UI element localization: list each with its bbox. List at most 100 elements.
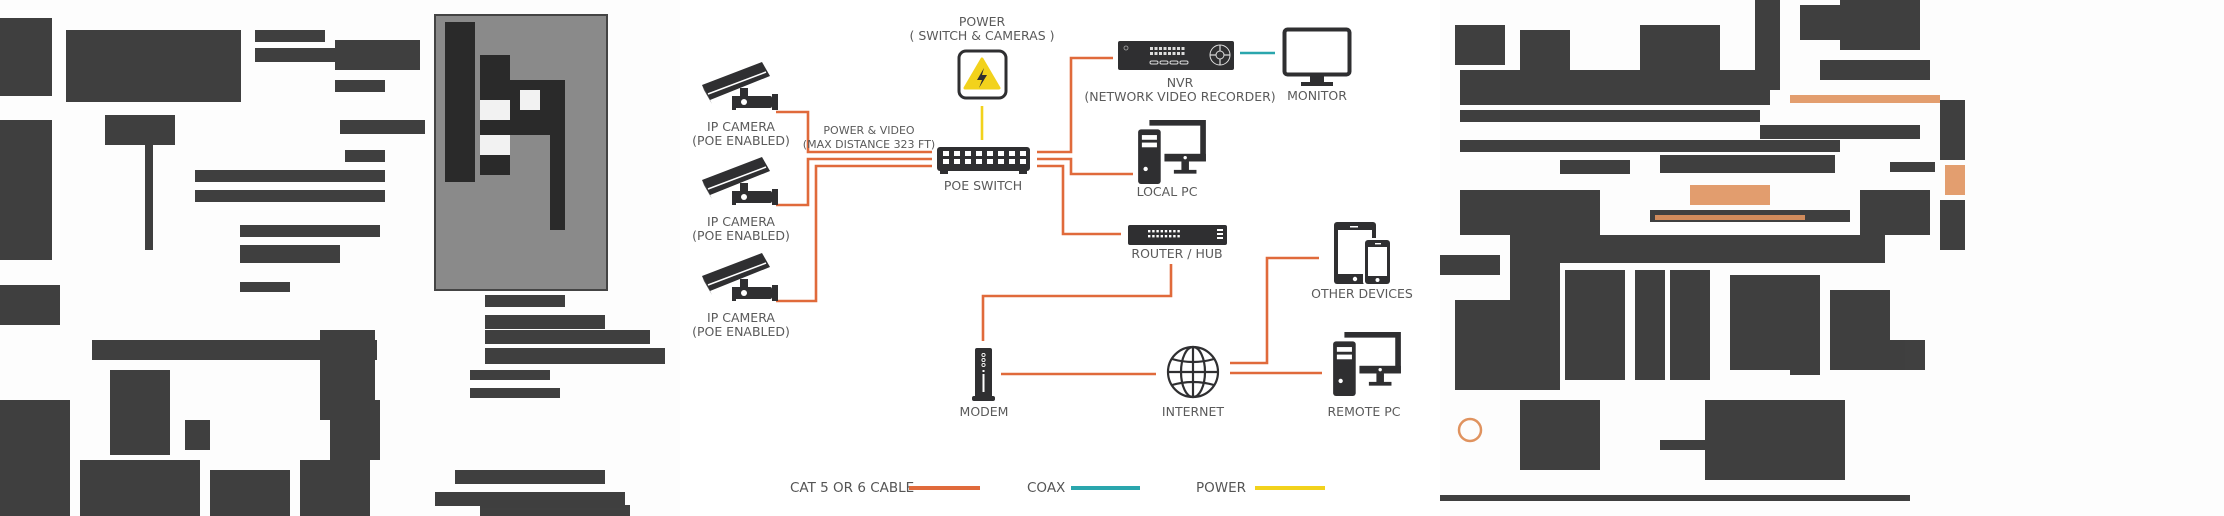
switch-port [998,151,1004,156]
ip-camera-icon [701,156,779,206]
left-texture-panel [0,0,680,516]
camera-3-sublabel: (POE ENABLED) [692,324,790,339]
legend-label: CAT 5 OR 6 CABLE [790,480,914,496]
nvr-button [1159,47,1162,50]
router-port [1177,230,1180,233]
router-icon [1128,225,1227,245]
switch-port [965,151,971,156]
switch-port [943,159,949,164]
right-texture [1440,0,1965,501]
local-pc-label: LOCAL PC [1137,184,1198,199]
legend-item-coax: COAX [1027,480,1140,496]
nvr-button [1154,52,1158,55]
network-switch-icon [937,147,1030,174]
legend-item-cat-cable: CAT 5 OR 6 CABLE [790,480,980,496]
legend-item-power: POWER [1196,480,1325,496]
switch-port [1020,159,1026,164]
switch-port [954,151,960,156]
camera-2-sublabel: (POE ENABLED) [692,228,790,243]
camera-3-label: IP CAMERA [707,310,775,325]
remote-pc-node: REMOTE PC [1328,332,1401,419]
cable-camera3-switch [776,164,932,303]
local-pc-node: LOCAL PC [1137,120,1206,199]
router-node: ROUTER / HUB [1128,225,1227,261]
nvr-button [1172,52,1176,55]
router-port [1164,235,1168,238]
power-warning-icon [957,49,1008,100]
poe-switch-label: POE SWITCH [944,178,1022,193]
monitor-node: MONITOR [1282,27,1352,103]
router-port [1169,230,1172,233]
router-port [1160,235,1163,238]
switch-port [987,151,993,156]
distance-annotation: POWER & VIDEO (MAX DISTANCE 323 FT) [803,124,935,151]
poe-switch-node: POE SWITCH [937,147,1030,193]
switch-port [1009,159,1015,164]
router-port [1173,235,1176,238]
other-devices-label: OTHER DEVICES [1311,286,1413,301]
power-node: POWER ( SWITCH & CAMERAS ) [909,14,1055,100]
cable-switch-nvr [1037,56,1113,154]
nvr-button [1154,47,1158,50]
nvr-recorder-icon [1118,41,1234,70]
nvr-button [1163,47,1167,50]
monitor-label: MONITOR [1287,88,1347,103]
router-port [1148,235,1151,238]
cable-internet-otherdevices [1230,256,1319,365]
tablet-phone-icon [1334,222,1391,285]
nvr-button [1159,52,1162,55]
remote-pc-label: REMOTE PC [1328,404,1401,419]
router-port [1156,235,1159,238]
nvr-button [1150,52,1153,55]
desktop-pc-icon [1333,332,1401,396]
camera-1-label: IP CAMERA [707,119,775,134]
switch-port [954,159,960,164]
globe-icon [1166,345,1220,399]
nvr-button [1181,52,1185,55]
router-port [1177,235,1180,238]
nvr-button [1172,47,1176,50]
router-port [1156,230,1159,233]
router-port [1152,230,1155,233]
nvr-button [1150,47,1153,50]
nvr-button [1181,47,1185,50]
left-texture [0,14,665,516]
cable-camera2-switch [776,157,932,207]
router-port [1164,230,1168,233]
nvr-button [1168,52,1171,55]
camera-1-sublabel: (POE ENABLED) [692,133,790,148]
annotation-line-2: (MAX DISTANCE 323 FT) [803,138,935,151]
modem-label: MODEM [960,404,1009,419]
desktop-pc-icon [1138,120,1206,184]
network-diagram-panel: POWER ( SWITCH & CAMERAS ) [680,0,1440,516]
camera-1-node: IP CAMERA (POE ENABLED) [692,61,790,148]
right-texture-panel [1440,0,2224,516]
other-devices-node: OTHER DEVICES [1311,222,1413,301]
ip-camera-icon [701,61,779,111]
switch-port [943,151,949,156]
ip-camera-icon [701,252,779,302]
nvr-node: NVR (NETWORK VIDEO RECORDER) [1084,41,1276,104]
switch-port [998,159,1004,164]
router-port [1169,235,1172,238]
modem-node: MODEM [960,348,1009,419]
cable-router-modem [981,264,1173,341]
internet-node: INTERNET [1162,345,1224,419]
camera-3-node: IP CAMERA (POE ENABLED) [692,252,790,339]
legend-label: POWER [1196,480,1246,496]
nvr-button [1168,47,1171,50]
nvr-label: NVR [1167,75,1194,90]
switch-port [1020,151,1026,156]
nvr-sublabel: (NETWORK VIDEO RECORDER) [1084,89,1275,104]
camera-2-node: IP CAMERA (POE ENABLED) [692,156,790,243]
monitor-icon [1282,27,1352,86]
router-label: ROUTER / HUB [1131,246,1222,261]
cable-switch-router [1037,164,1121,236]
network-diagram: POWER ( SWITCH & CAMERAS ) [692,14,1413,496]
legend: CAT 5 OR 6 CABLE COAX POWER [790,480,1325,496]
power-label: POWER [959,14,1006,29]
nvr-button [1177,47,1180,50]
legend-label: COAX [1027,480,1065,496]
router-port [1152,235,1155,238]
router-port [1160,230,1163,233]
